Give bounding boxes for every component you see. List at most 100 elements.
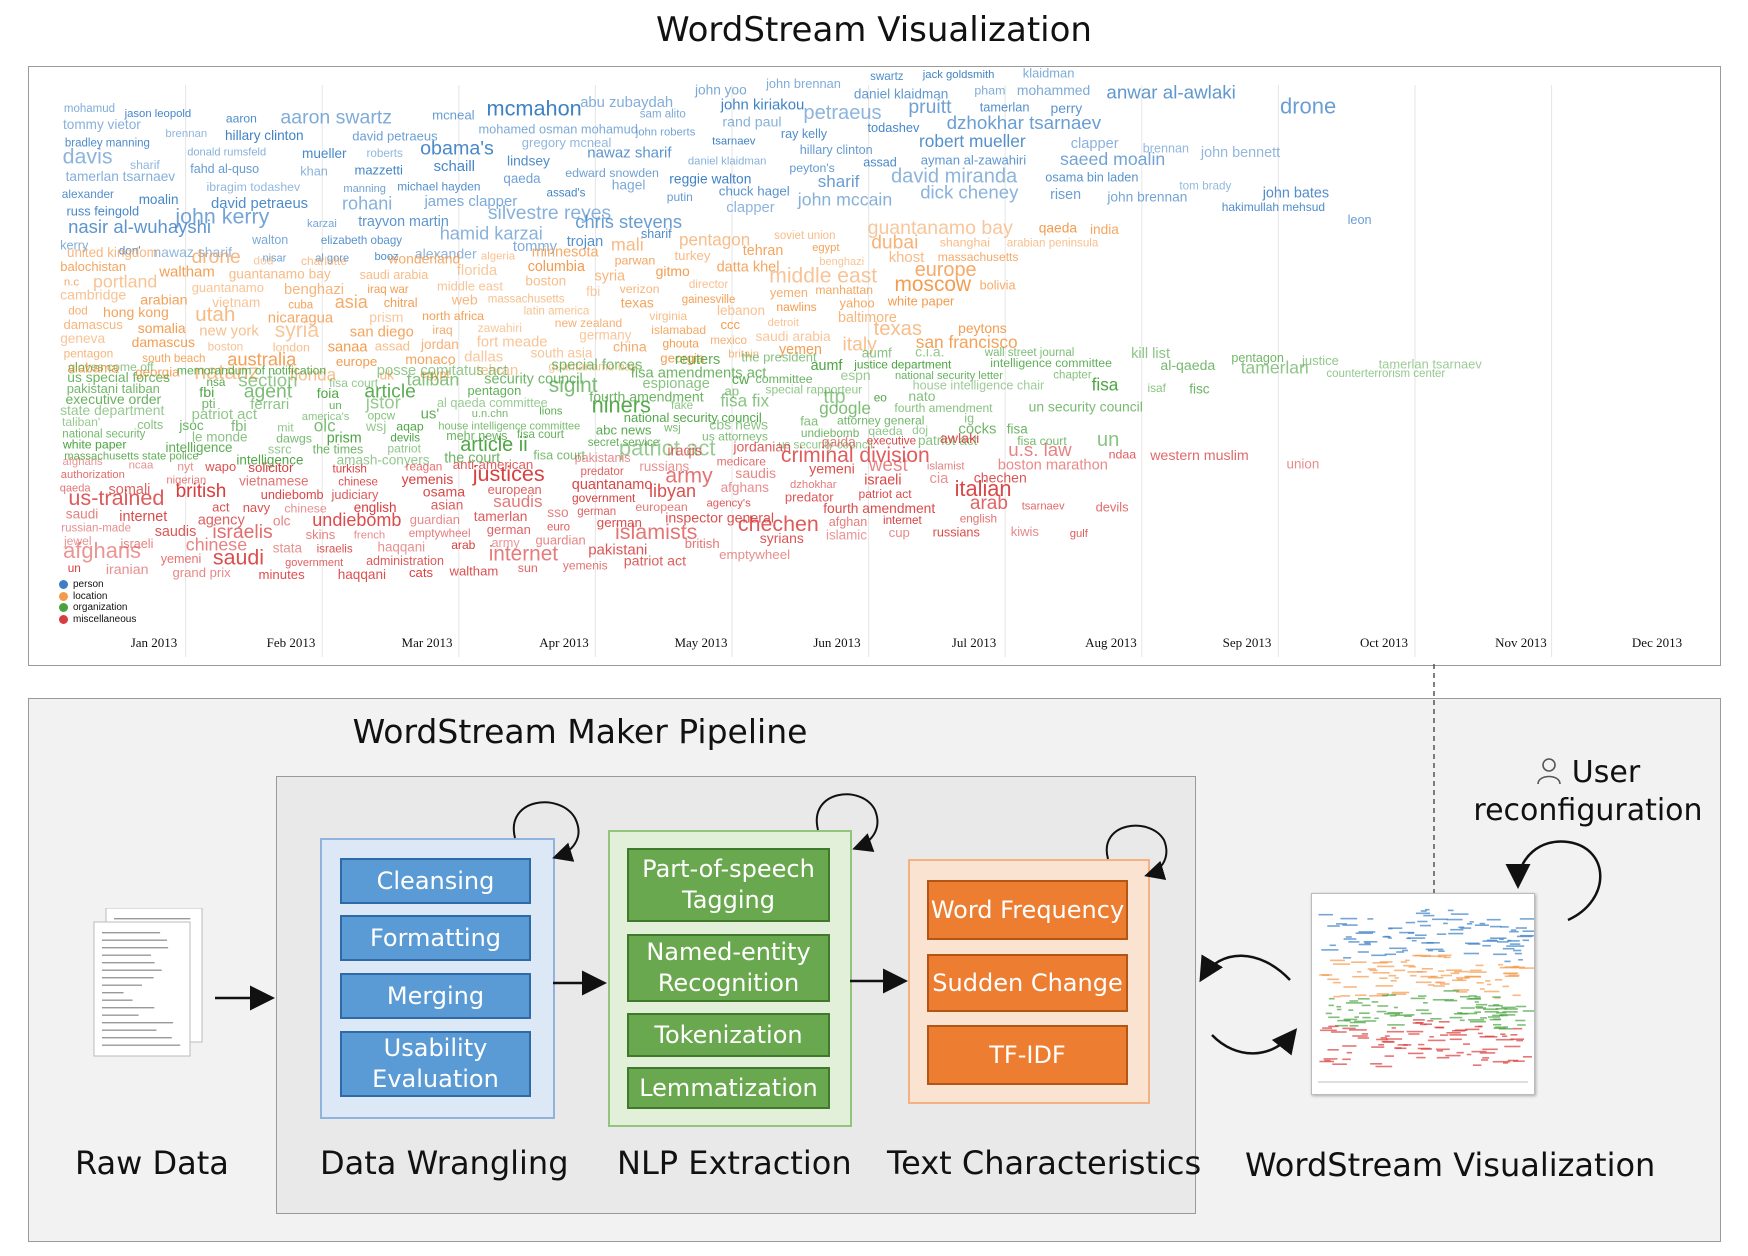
sudden-change-step[interactable]: Sudden Change bbox=[927, 954, 1128, 1012]
stream-word: assad's bbox=[547, 186, 586, 199]
pos-tagging-step[interactable]: Part-of-speech Tagging bbox=[627, 848, 830, 922]
thumbnail-word bbox=[1354, 1020, 1365, 1023]
usability-evaluation-step[interactable]: Usability Evaluation bbox=[340, 1031, 531, 1097]
stream-word: assad bbox=[863, 156, 897, 170]
stream-word: amash-conyers bbox=[337, 453, 430, 468]
stream-word: mcneal bbox=[432, 108, 475, 123]
stream-word: ig bbox=[964, 412, 974, 426]
stream-word: article bbox=[364, 382, 415, 403]
thumbnail-word bbox=[1343, 1018, 1358, 1021]
stream-word: somalia bbox=[138, 320, 186, 336]
stream-word: dick cheney bbox=[920, 182, 1019, 203]
stream-word: john brennan bbox=[1106, 190, 1187, 205]
stream-word: mehr news bbox=[446, 429, 507, 443]
stream-word: charlotte bbox=[301, 254, 347, 268]
stream-word: roberts bbox=[367, 147, 404, 160]
merging-step[interactable]: Merging bbox=[340, 973, 531, 1019]
stream-word: article ii bbox=[460, 434, 527, 456]
thumbnail-word bbox=[1416, 1056, 1426, 1059]
stream-word: devils bbox=[1096, 499, 1129, 514]
stream-word: egypt bbox=[420, 367, 450, 381]
thumbnail-word bbox=[1446, 969, 1462, 971]
thumbnail-word bbox=[1427, 984, 1435, 986]
thumbnail-word bbox=[1379, 977, 1388, 979]
document-line bbox=[102, 1029, 157, 1031]
word-frequency-step[interactable]: Word Frequency bbox=[927, 880, 1128, 940]
stream-word: libyan bbox=[649, 481, 696, 501]
reconfiguration-text: reconfiguration bbox=[1473, 793, 1703, 828]
stream-word: mit bbox=[277, 420, 294, 434]
category-legend: person location organization miscellaneo… bbox=[59, 579, 136, 625]
thumbnail-word bbox=[1506, 945, 1525, 947]
stream-word: arab bbox=[970, 493, 1008, 514]
stream-word: awlaki bbox=[940, 431, 979, 447]
stream-word: australia bbox=[227, 348, 297, 369]
stream-word: act bbox=[212, 499, 230, 514]
stream-word: un security council bbox=[1029, 399, 1143, 415]
stream-word: agency's bbox=[707, 497, 752, 509]
thumbnail-word bbox=[1501, 1006, 1516, 1009]
thumbnail-word bbox=[1348, 941, 1360, 943]
stream-word: kiwis bbox=[1011, 524, 1040, 539]
stream-word: sam alito bbox=[640, 109, 686, 121]
stream-word: osama bbox=[423, 484, 465, 500]
stream-word: pruitt bbox=[908, 96, 952, 118]
stream-word: chinese bbox=[186, 535, 247, 555]
thumbnail-word bbox=[1463, 952, 1479, 955]
stream-word: sanaa bbox=[328, 340, 369, 356]
wordstream-thumbnail[interactable] bbox=[1311, 893, 1538, 1095]
thumbnail-word bbox=[1502, 1035, 1508, 1037]
stream-word: dzhokhar tsarnaev bbox=[947, 112, 1102, 133]
thumbnail-word bbox=[1374, 1017, 1379, 1020]
stream-word: aumf bbox=[811, 358, 843, 374]
stream-word: manhattan bbox=[815, 283, 873, 297]
thumbnail-word bbox=[1479, 1052, 1496, 1054]
stream-word: israelis bbox=[317, 542, 353, 555]
stream-word: saudi arabia bbox=[756, 329, 831, 344]
cleansing-step[interactable]: Cleansing bbox=[340, 858, 531, 904]
stream-word: tamerlan bbox=[980, 100, 1030, 115]
thumbnail-word bbox=[1456, 977, 1470, 979]
thumbnail-word bbox=[1335, 1024, 1348, 1027]
tokenization-step[interactable]: Tokenization bbox=[627, 1013, 830, 1057]
thumbnail-word bbox=[1412, 1022, 1423, 1024]
tf-idf-step[interactable]: TF-IDF bbox=[927, 1025, 1128, 1085]
lemmatization-step[interactable]: Lemmatization bbox=[627, 1067, 830, 1109]
ner-step[interactable]: Named-entity Recognition bbox=[627, 934, 830, 1002]
stream-word: turkey bbox=[675, 248, 711, 263]
thumbnail-word bbox=[1383, 1041, 1395, 1043]
stream-word: vietnamese bbox=[239, 473, 309, 488]
stream-word: hakimullah mehsud bbox=[1222, 200, 1325, 214]
stream-word: israeli bbox=[121, 537, 154, 551]
stream-word: obama's bbox=[420, 138, 494, 160]
stream-word: aqap bbox=[396, 419, 424, 433]
stream-word: san diego bbox=[350, 325, 414, 341]
thumbnail-word bbox=[1432, 918, 1448, 921]
document-line bbox=[102, 1037, 172, 1039]
stream-word: islamabad bbox=[651, 323, 706, 337]
month-label: Jul 2013 bbox=[951, 635, 997, 650]
stream-word: german bbox=[597, 515, 642, 530]
thumbnail-word bbox=[1420, 955, 1426, 957]
document-line bbox=[102, 1007, 155, 1009]
stream-word: qaeda bbox=[1039, 220, 1078, 235]
stream-word: texas bbox=[874, 318, 922, 340]
stream-word: florida bbox=[290, 366, 337, 385]
stream-word: nawaz sharif bbox=[587, 145, 672, 162]
stream-word: niners bbox=[592, 392, 651, 417]
stream-word: administration bbox=[366, 554, 444, 568]
stream-word: al-qaeda bbox=[1160, 357, 1215, 373]
stream-word: olc bbox=[273, 514, 291, 529]
stream-word: perry bbox=[1051, 100, 1083, 116]
thumbnail-word bbox=[1471, 1050, 1487, 1053]
formatting-step[interactable]: Formatting bbox=[340, 915, 531, 961]
stream-word: zawahiri bbox=[478, 321, 522, 335]
stream-word: fisa court bbox=[533, 448, 585, 462]
stream-word: tom brady bbox=[1179, 180, 1231, 193]
stream-word: government bbox=[572, 491, 636, 505]
stream-word: pentagon bbox=[468, 383, 522, 398]
stream-word: pakistani bbox=[588, 541, 647, 558]
thumbnail-word bbox=[1410, 997, 1425, 1000]
thumbnail-word bbox=[1508, 940, 1520, 942]
